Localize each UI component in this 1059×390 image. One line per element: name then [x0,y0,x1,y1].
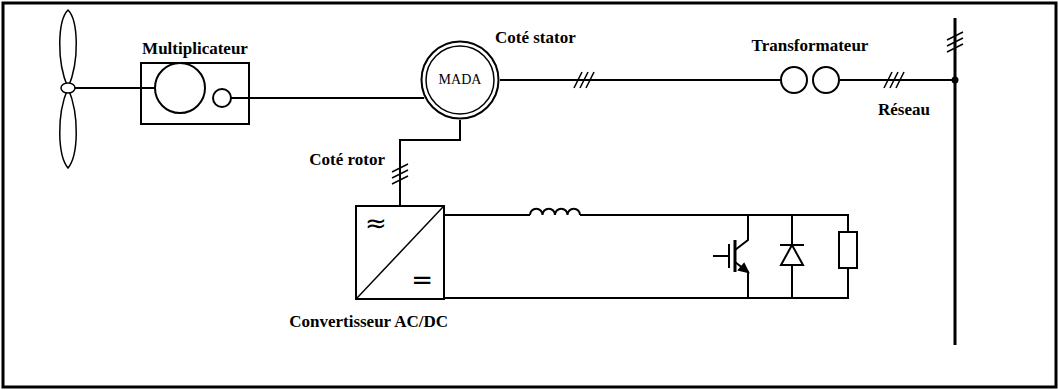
machine-label: MADA [439,72,482,88]
dc-symbol: = [411,266,433,296]
high-speed-shaft [231,97,250,99]
connection-wire [250,97,424,99]
machine-circle: MADA [420,40,500,120]
connection-wire [500,79,780,81]
converter-box: ≈=Convertisseur AC/DC [355,205,445,300]
connection-wire [400,120,460,205]
turbine-rotor [60,10,77,168]
dc-circuit [445,209,857,298]
component-label: Convertisseur AC/DC [289,312,448,332]
small-gear [213,89,231,107]
ac-symbol: ≈ [365,209,387,239]
low-speed-shaft [75,87,155,89]
frame [3,3,1056,387]
grid-label: Réseau [876,100,932,120]
grid-feeder [840,79,955,81]
component-label: Transformateur [752,36,869,56]
junction-dot [952,77,959,84]
side-label: Coté stator [493,28,578,48]
resistor [839,232,857,268]
gearbox-box: Multiplicateur [140,62,250,125]
component-label: Multiplicateur [142,39,248,59]
side-label: Coté rotor [307,150,387,170]
grid-bus [954,18,957,345]
transformer-symbol: Transformateur [780,66,840,94]
large-gear [155,63,205,113]
transformer-windings [780,66,840,94]
inductor [530,209,580,215]
three-phase-marks [392,32,963,184]
